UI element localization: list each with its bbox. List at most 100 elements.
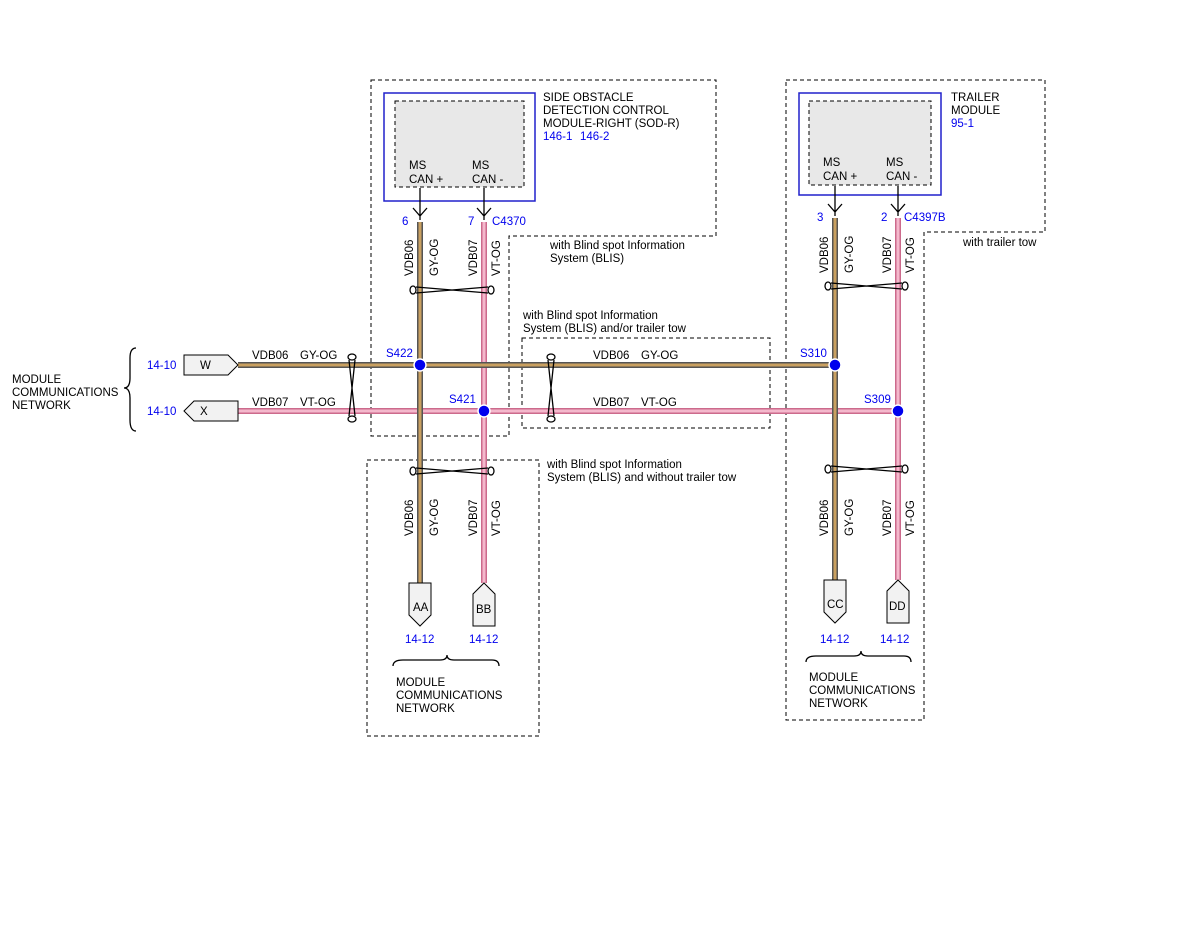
left-network-line-1: MODULE xyxy=(12,374,62,386)
blis-or-trailer-note-1: with Blind spot Information xyxy=(522,310,658,322)
trailer-pin-plus-label-2: CAN + xyxy=(823,171,857,183)
sod-network-line-3: NETWORK xyxy=(396,703,455,715)
wire-color-gyog-left: GY-OG xyxy=(300,350,337,362)
blis-or-trailer-note-2: System (BLIS) and/or trailer tow xyxy=(523,323,687,335)
wire-color-vtog-left: VT-OG xyxy=(300,397,336,409)
sod-r-pin-minus-label-1: MS xyxy=(472,160,490,172)
sod-network-line-1: MODULE xyxy=(396,677,446,689)
trailer-tow-note: with trailer tow xyxy=(962,237,1037,249)
vlabel-sod-gy-bottom-color: GY-OG xyxy=(429,499,441,536)
blis-note-2: System (BLIS) xyxy=(550,253,624,265)
connector-cc xyxy=(823,579,847,624)
trailer-pin-minus-label-1: MS xyxy=(886,157,904,169)
trailer-pin-plus-label-1: MS xyxy=(823,157,841,169)
vlabel-trailer-vt-top-color: VT-OG xyxy=(905,237,917,273)
trailer-network-line-2: COMMUNICATIONS xyxy=(809,685,916,697)
trailer-bottom-brace xyxy=(805,650,912,663)
sod-r-module: MS CAN + MS CAN - xyxy=(383,92,536,202)
connector-bb xyxy=(472,582,496,627)
blis-no-trailer-note-1: with Blind spot Information xyxy=(546,459,682,471)
vlabel-trailer-vt-bottom-color: VT-OG xyxy=(905,500,917,536)
twist-symbol-sod-bottom xyxy=(409,466,495,476)
sod-r-ref-2: 146-2 xyxy=(580,131,609,143)
splice-label-s309: S309 xyxy=(864,394,891,406)
vlabel-trailer-gy-bottom-circuit: VDB06 xyxy=(819,500,831,536)
vlabel-trailer-vt-bottom-circuit: VDB07 xyxy=(882,500,894,536)
blis-boundary xyxy=(370,79,717,437)
twist-symbol-trailer-bottom xyxy=(824,464,909,474)
sod-r-pin-plus-label-2: CAN + xyxy=(409,174,443,186)
blis-no-trailer-note-2: System (BLIS) and without trailer tow xyxy=(547,472,737,484)
trailer-network-line-1: MODULE xyxy=(809,672,859,684)
vlabel-trailer-gy-top-circuit: VDB06 xyxy=(819,237,831,273)
wire-label-vdb06-mid: VDB06 xyxy=(593,350,629,362)
wire-color-vtog-mid: VT-OG xyxy=(641,397,677,409)
trailer-name-line-2: MODULE xyxy=(951,105,1001,117)
connector-w xyxy=(183,354,239,376)
connector-x-ref: 14-10 xyxy=(147,406,176,418)
connector-dd xyxy=(886,579,910,624)
vlabel-trailer-vt-top-circuit: VDB07 xyxy=(882,237,894,273)
connector-cc-letter: CC xyxy=(827,599,844,611)
sod-r-ref-1: 146-1 xyxy=(543,131,572,143)
twist-symbol-sod-top xyxy=(409,285,495,295)
sod-network-line-2: COMMUNICATIONS xyxy=(396,690,503,702)
splice-label-s421: S421 xyxy=(449,394,476,406)
wire-label-vdb07-left: VDB07 xyxy=(252,397,288,409)
vlabel-sod-vt-top-circuit: VDB07 xyxy=(468,240,480,276)
splice-s421 xyxy=(477,404,491,418)
sod-r-pin-plus-num: 6 xyxy=(402,216,408,228)
vlabel-sod-vt-top-color: VT-OG xyxy=(491,240,503,276)
connector-bb-ref: 14-12 xyxy=(469,634,498,646)
left-network-line-3: NETWORK xyxy=(12,400,71,412)
splice-s309 xyxy=(891,404,905,418)
connector-bb-letter: BB xyxy=(476,604,492,616)
trailer-boundary xyxy=(785,79,1046,721)
connector-aa xyxy=(408,582,432,627)
connector-dd-letter: DD xyxy=(889,601,906,613)
trailer-name-line-1: TRAILER xyxy=(951,92,1000,104)
twist-symbol-left xyxy=(347,353,357,423)
vlabel-sod-vt-bottom-color: VT-OG xyxy=(491,500,503,536)
vlabel-trailer-gy-bottom-color: GY-OG xyxy=(844,499,856,536)
connector-w-letter: W xyxy=(200,360,211,372)
vlabel-sod-vt-bottom-circuit: VDB07 xyxy=(468,500,480,536)
trailer-pin-plus-num: 3 xyxy=(817,212,823,224)
sod-r-connector-id: C4370 xyxy=(492,216,526,228)
blis-or-trailer-boundary xyxy=(521,337,771,429)
blis-note-1: with Blind spot Information xyxy=(549,240,685,252)
trailer-network-line-3: NETWORK xyxy=(809,698,868,710)
wire-color-gyog-mid: GY-OG xyxy=(641,350,678,362)
splice-label-s310: S310 xyxy=(800,348,827,360)
connector-aa-letter: AA xyxy=(413,602,429,614)
sod-r-pin-minus-num: 7 xyxy=(468,216,474,228)
splice-label-s422: S422 xyxy=(386,348,413,360)
sod-bottom-brace xyxy=(392,654,500,667)
sod-r-pin-minus-arrow xyxy=(476,188,492,220)
trailer-pin-plus-arrow xyxy=(827,186,843,216)
connector-dd-ref: 14-12 xyxy=(880,634,909,646)
trailer-pin-minus-label-2: CAN - xyxy=(886,171,917,183)
vlabel-trailer-gy-top-color: GY-OG xyxy=(844,236,856,273)
splice-s422 xyxy=(413,358,427,372)
sod-r-pin-plus-label-1: MS xyxy=(409,160,427,172)
trailer-ref: 95-1 xyxy=(951,118,974,130)
sod-r-name-line-2: DETECTION CONTROL xyxy=(543,105,669,117)
trailer-pin-minus-arrow xyxy=(890,186,906,216)
connector-x xyxy=(183,400,239,422)
sod-r-pin-minus-label-2: CAN - xyxy=(472,174,503,186)
blis-no-trailer-boundary xyxy=(366,459,540,737)
trailer-module: MS CAN + MS CAN - xyxy=(798,92,942,196)
left-network-line-2: COMMUNICATIONS xyxy=(12,387,119,399)
sod-r-name-line-1: SIDE OBSTACLE xyxy=(543,92,634,104)
connector-w-ref: 14-10 xyxy=(147,360,176,372)
connector-aa-ref: 14-12 xyxy=(405,634,434,646)
wire-label-vdb06-left: VDB06 xyxy=(252,350,288,362)
vlabel-sod-gy-top-circuit: VDB06 xyxy=(404,240,416,276)
splice-s310 xyxy=(828,358,842,372)
sod-r-pin-plus-arrow xyxy=(412,188,428,220)
vlabel-sod-gy-bottom-circuit: VDB06 xyxy=(404,500,416,536)
wire-label-vdb07-mid: VDB07 xyxy=(593,397,629,409)
sod-r-name-line-3: MODULE-RIGHT (SOD-R) xyxy=(543,118,680,130)
